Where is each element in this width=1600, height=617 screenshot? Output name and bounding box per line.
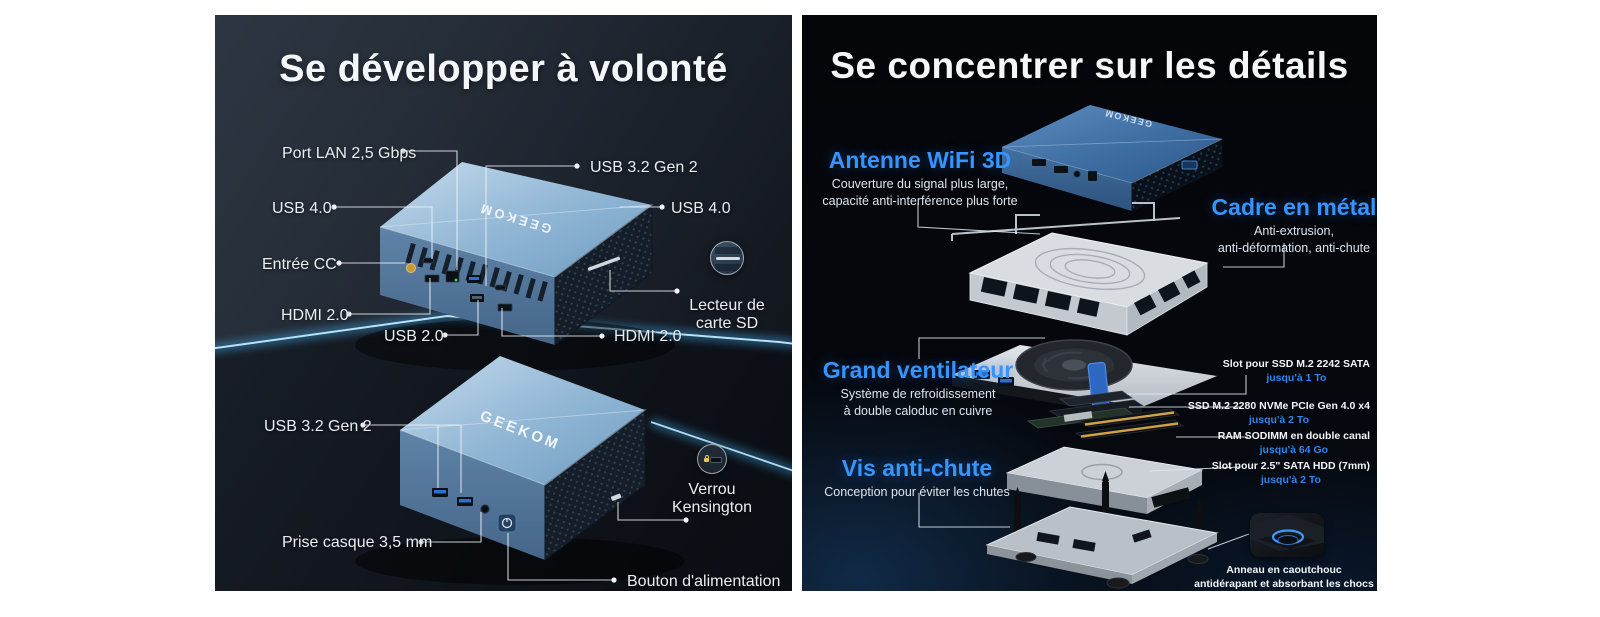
usb-c-port-2: [494, 284, 507, 291]
case-power: [1088, 171, 1097, 181]
feature-heading: Antenne WiFi 3D: [828, 147, 1012, 173]
metal-frame-cage: [968, 232, 1209, 336]
right-panel-title: Se concentrer sur les détails: [830, 45, 1349, 86]
usb-c-port-1: [422, 257, 435, 264]
spec-ssd-2280: SSD M.2 2280 NVMe PCIe Gen 4.0 x4 jusqu'…: [1187, 400, 1370, 426]
label-port-lan: Port LAN 2,5 Gbps: [282, 145, 417, 162]
front-ports: [432, 488, 517, 533]
ram-sodimm-modules: [1074, 408, 1185, 440]
feature-cadre-metal: Cadre en métal Anti-extrusion,anti-défor…: [1196, 194, 1377, 256]
feature-antenne-wifi: Antenne WiFi 3D Couverture du signal plu…: [820, 147, 1020, 209]
feature-heading: Grand ventilateur: [822, 357, 1014, 383]
case-jack: [1073, 170, 1081, 178]
case-top-assembly: GEEKOM: [1001, 105, 1223, 212]
leader-dots: [331, 148, 689, 583]
feature-vis-anti-chute: Vis anti-chute Conception pour éviter le…: [817, 455, 1017, 501]
feature-heading: Cadre en métal: [1211, 194, 1377, 220]
ssd-m2-2280: [1026, 399, 1145, 429]
mini-pc-front-view: GEEKOM: [355, 356, 685, 585]
sd-card-slot: [587, 256, 621, 271]
leader-lines: [334, 150, 686, 581]
rubber-ring-inset-image: [1250, 513, 1324, 557]
spec-ram-sodimm: RAM SODIMM en double canal jusqu'à 64 Go: [1217, 430, 1370, 456]
bottom-plate-assembly: [985, 471, 1219, 589]
sd-reader-zoom-icon: [710, 241, 744, 275]
feature-grand-ventilateur: Grand ventilateur Système de refroidisse…: [818, 357, 1018, 419]
label-entree-cc: Entrée CC: [262, 256, 337, 273]
panel-focus-on-details: GEEKOM: [802, 15, 1377, 591]
label-usb32-bottom: USB 3.2 Gen 2: [264, 418, 372, 435]
headphone-jack: [480, 504, 490, 514]
label-usb2: USB 2.0: [384, 328, 444, 345]
label-usb4-left: USB 4.0: [272, 200, 332, 217]
label-anneau-caoutchouc: Anneau en caoutchouc antidérapant et abs…: [1194, 564, 1374, 590]
spec-sata-hdd: Slot pour 2.5" SATA HDD (7mm) jusqu'à 2 …: [1211, 460, 1370, 486]
kensington-lock-zoom-icon: [697, 444, 727, 474]
case-lit-port: [1181, 160, 1198, 170]
label-usb32-top: USB 3.2 Gen 2: [590, 159, 698, 176]
spec-ssd-2242: Slot pour SSD M.2 2242 SATA jusqu'à 1 To: [1222, 358, 1370, 384]
label-prise-casque: Prise casque 3,5 mm: [282, 534, 433, 551]
label-bouton-alimentation: Bouton d'alimentation: [627, 573, 781, 590]
exploded-view-illustration: GEEKOM: [917, 105, 1285, 589]
right-leader-lines: [917, 203, 1285, 550]
label-verrou-kensington: Verrou Kensington: [671, 481, 753, 517]
feature-heading: Vis anti-chute: [841, 455, 993, 481]
hdmi-port-2: [497, 303, 513, 312]
ssd-m2-2242: [1058, 390, 1134, 407]
case-usb-2: [1054, 166, 1068, 173]
power-button: [497, 513, 517, 533]
label-sd-reader: Lecteur de carte SD: [689, 297, 765, 333]
hdd-drive: [1005, 446, 1204, 514]
panel-expand-at-will: GEEKOM: [215, 15, 792, 591]
hdmi-port-1: [424, 274, 440, 283]
label-usb4-right: USB 4.0: [671, 200, 731, 217]
dc-jack-port: [406, 263, 416, 273]
label-hdmi-right: HDMI 2.0: [614, 328, 682, 345]
left-panel-illustration: GEEKOM: [215, 148, 792, 591]
hdd-connector: [1151, 487, 1191, 508]
rubber-feet: [1015, 552, 1209, 589]
kensington-slot: [610, 493, 622, 501]
left-panel-title: Se développer à volonté: [279, 48, 728, 90]
mini-pc-rear-view: GEEKOM: [355, 162, 675, 371]
case-usb-1: [1032, 159, 1046, 166]
label-hdmi-left: HDMI 2.0: [281, 307, 349, 324]
